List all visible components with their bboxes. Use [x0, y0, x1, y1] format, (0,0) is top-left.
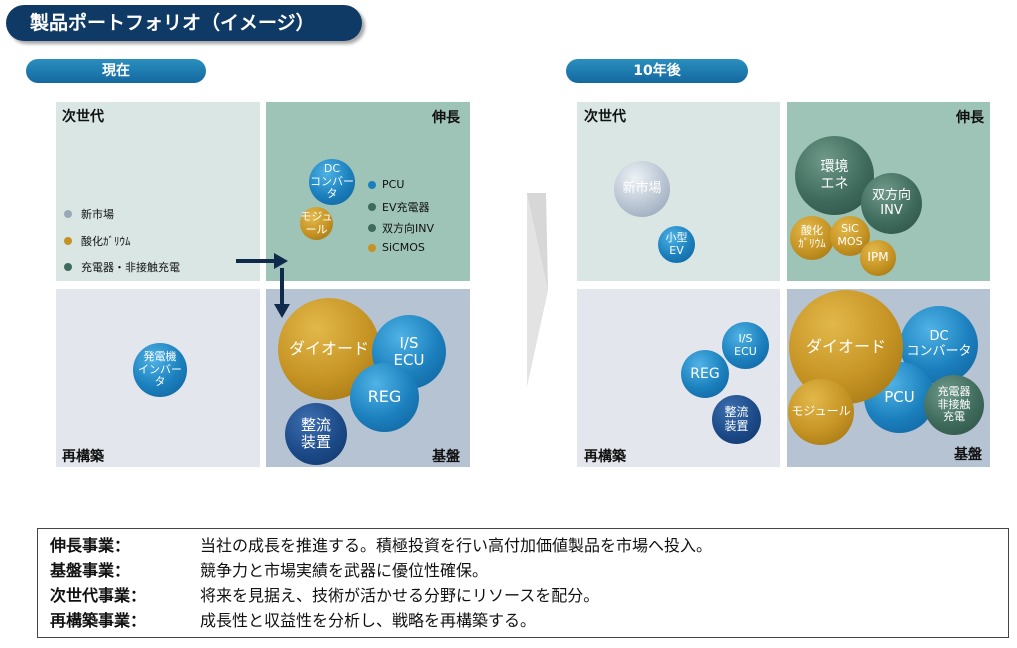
bubble-reg: REG — [350, 363, 419, 432]
legend-dot — [368, 180, 376, 189]
bubble-environment-energy: 環境 エネ — [795, 136, 874, 215]
description-text: 将来を見据え、技術が活かせる分野にリソースを配分。 — [200, 586, 600, 605]
legend-item: 充電器・非接触充電 — [64, 259, 180, 275]
big-chevron-arrow-icon — [527, 193, 548, 386]
description-row: 次世代事業： 将来を見据え、技術が活かせる分野にリソースを配分。 — [50, 583, 996, 608]
legend-item: 双方向INV — [368, 220, 434, 236]
business-description-box: 伸長事業： 当社の成長を推進する。積極投資を行い高付加価値製品を市場へ投入。 基… — [37, 528, 1009, 638]
current-next-gen-quadrant — [56, 102, 260, 281]
current-base-label: 基盤 — [432, 449, 460, 465]
bubble-gallium-oxide: 酸化 ｶﾞﾘｳﾑ — [790, 216, 834, 260]
future-rebuild-label: 再構築 — [584, 449, 626, 465]
bubble-module: モジュール — [300, 207, 333, 240]
legend-label: 充電器・非接触充電 — [81, 261, 180, 274]
description-row: 再構築事業： 成長性と収益性を分析し、戦略を再構築する。 — [50, 608, 996, 633]
legend-label: EV充電器 — [382, 201, 430, 214]
description-text: 当社の成長を推進する。積極投資を行い高付加価値製品を市場へ投入。 — [200, 536, 713, 555]
legend-item: 新市場 — [64, 206, 114, 222]
section-current-label: 現在 — [26, 59, 206, 83]
legend-item: 酸化ｶﾞﾘｳﾑ — [64, 233, 131, 249]
legend-item: EV充電器 — [368, 199, 429, 215]
legend-item: SiCMOS — [368, 241, 425, 254]
legend-label: PCU — [382, 178, 405, 191]
current-growth-quadrant — [266, 102, 470, 281]
future-next-gen-label: 次世代 — [584, 109, 626, 125]
legend-dot — [64, 263, 72, 271]
bubble-is-ecu: I/S ECU — [722, 322, 769, 369]
bubble-ipm: IPM — [860, 240, 896, 276]
bubble-generator-inverter: 発電機 インバータ — [133, 343, 187, 397]
bubble-rectifier: 整流 装置 — [285, 403, 347, 465]
legend-item: PCU — [368, 178, 404, 191]
legend-dot — [64, 210, 72, 218]
bubble-reg: REG — [681, 350, 729, 398]
legend-dot — [368, 224, 376, 232]
section-future-label: 10年後 — [566, 59, 748, 83]
future-rebuild-quadrant — [577, 289, 780, 467]
bubble-module: モジュール — [788, 379, 854, 445]
bubble-rectifier: 整流 装置 — [712, 395, 761, 444]
bubble-dc-converter: DC コンバータ — [309, 159, 355, 205]
future-growth-label: 伸長 — [956, 110, 984, 126]
bubble-charger: 充電器 非接触 充電 — [924, 375, 984, 435]
current-growth-label: 伸長 — [432, 110, 460, 126]
page-title: 製品ポートフォリオ（イメージ） — [6, 5, 362, 41]
current-next-gen-label: 次世代 — [62, 109, 104, 125]
legend-label: 新市場 — [81, 208, 114, 221]
bubble-small-ev: 小型 EV — [658, 226, 695, 263]
description-row: 基盤事業： 競争力と市場実績を武器に優位性確保。 — [50, 558, 996, 583]
description-term: 基盤事業： — [50, 561, 131, 580]
description-term: 伸長事業： — [50, 536, 131, 555]
description-text: 競争力と市場実績を武器に優位性確保。 — [200, 561, 489, 580]
legend-label: SiCMOS — [382, 241, 425, 254]
description-row: 伸長事業： 当社の成長を推進する。積極投資を行い高付加価値製品を市場へ投入。 — [50, 533, 996, 558]
legend-dot — [368, 243, 376, 252]
future-base-label: 基盤 — [954, 447, 982, 463]
legend-label: 双方向INV — [382, 222, 434, 235]
description-text: 成長性と収益性を分析し、戦略を再構築する。 — [200, 611, 537, 630]
current-rebuild-label: 再構築 — [62, 449, 104, 465]
description-term: 次世代事業： — [50, 586, 147, 605]
bubble-sic-mos: SiC MOS — [830, 216, 870, 256]
legend-label: 酸化ｶﾞﾘｳﾑ — [81, 235, 131, 248]
bubble-bidirectional-inv: 双方向 INV — [861, 173, 922, 234]
legend-dot — [368, 203, 376, 211]
legend-dot — [64, 237, 72, 245]
bubble-new-market: 新市場 — [614, 161, 670, 217]
description-term: 再構築事業： — [50, 611, 147, 630]
